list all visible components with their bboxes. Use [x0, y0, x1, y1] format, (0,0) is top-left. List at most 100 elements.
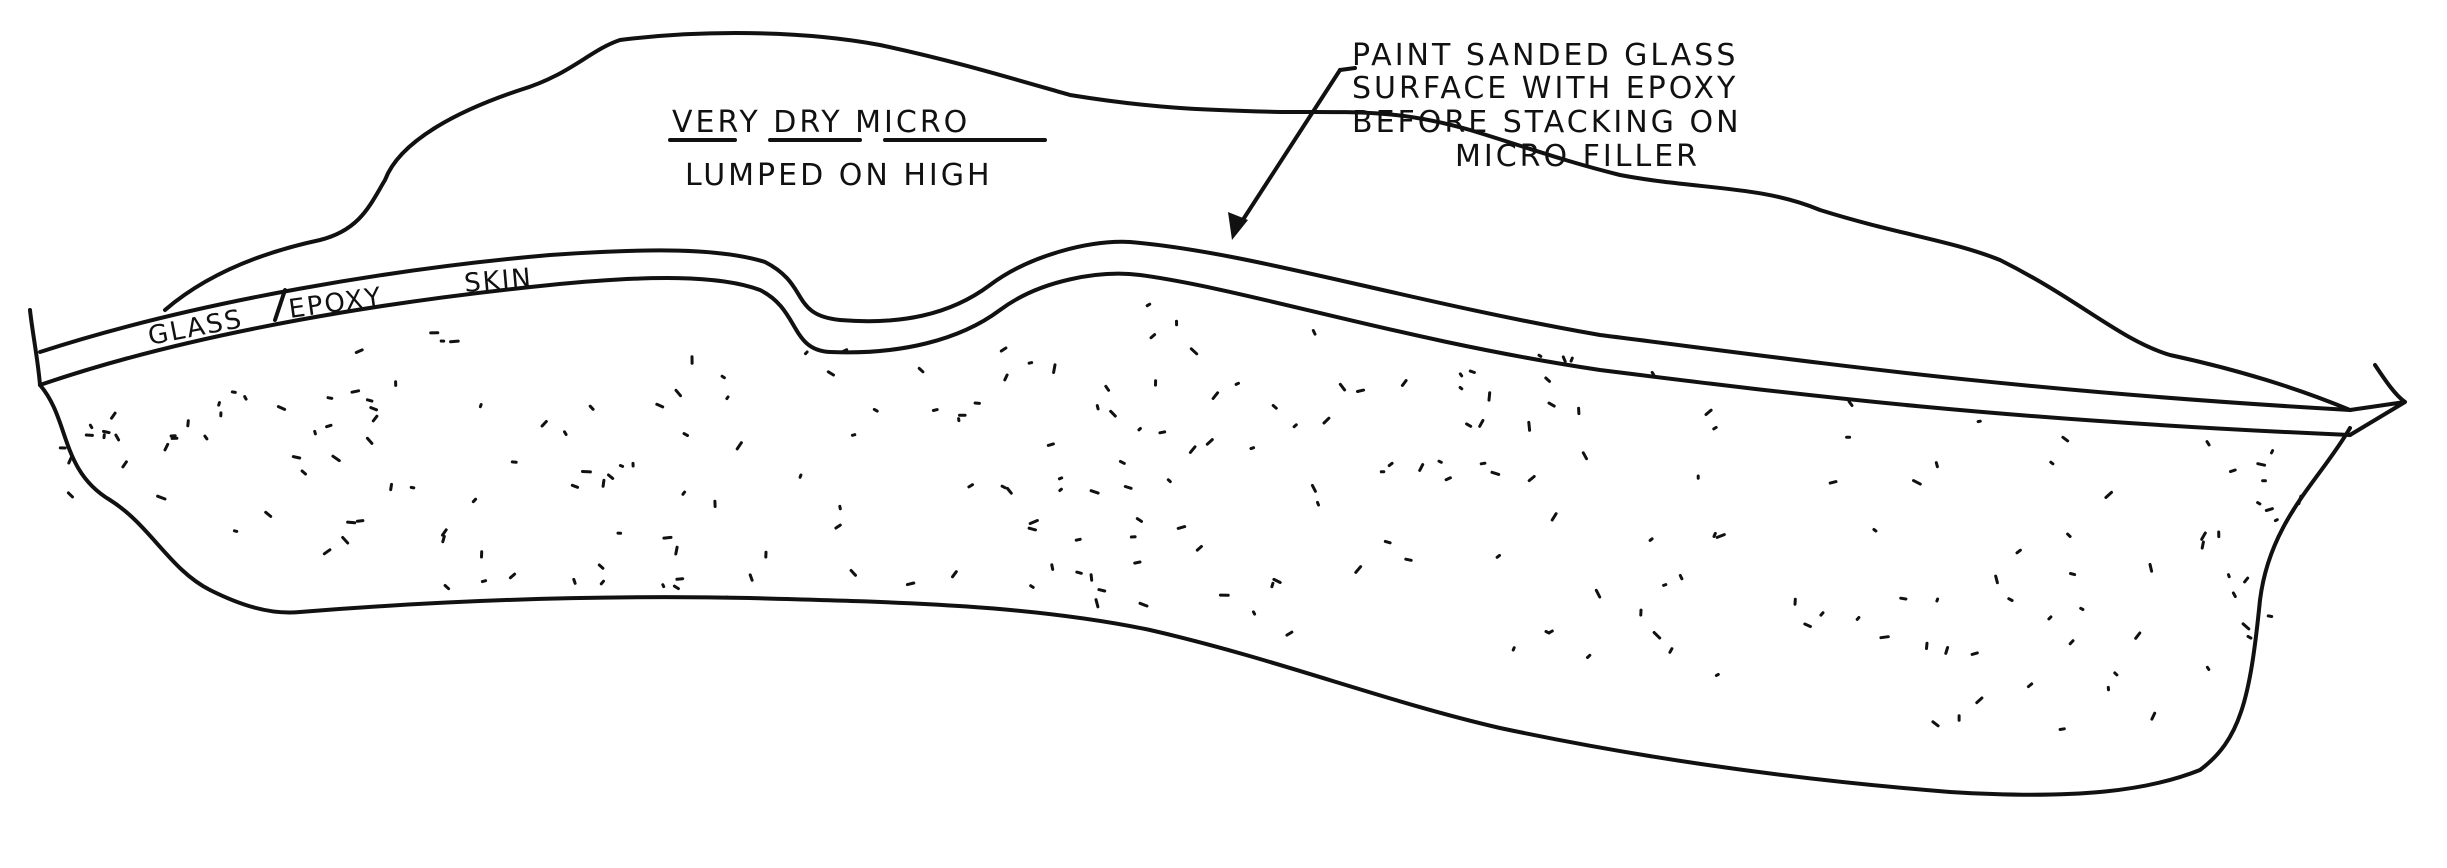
- stipple-mark: [1946, 648, 1948, 654]
- stipple-mark: [2017, 550, 2020, 553]
- stipple-mark: [1251, 448, 1254, 449]
- stipple-mark: [919, 368, 923, 371]
- stipple-mark: [165, 444, 168, 450]
- stipple-mark: [722, 376, 724, 378]
- stipple-mark: [1031, 586, 1034, 588]
- stipple-mark: [1933, 722, 1938, 726]
- stipple-mark: [1492, 472, 1499, 474]
- stipple-mark: [1563, 357, 1565, 362]
- stipple-mark: [1077, 572, 1082, 573]
- stipple-mark: [676, 390, 681, 395]
- stipple-mark: [473, 499, 475, 502]
- stipple-mark: [828, 372, 833, 375]
- stipple-mark: [1091, 575, 1092, 581]
- stipple-mark: [234, 531, 236, 532]
- stipple-mark: [677, 579, 683, 580]
- skin-left-edge: [30, 310, 40, 385]
- stipple-mark: [451, 341, 459, 342]
- stipple-mark: [2202, 533, 2206, 539]
- stipple-mark: [1008, 489, 1012, 494]
- stipple-mark: [1111, 411, 1116, 416]
- stipple-mark: [1406, 559, 1411, 560]
- stipple-mark: [2060, 729, 2064, 730]
- stipple-mark: [1147, 304, 1150, 306]
- stipple-mark: [1178, 527, 1185, 529]
- stipple-mark: [352, 391, 359, 392]
- stipple-mark: [1460, 388, 1462, 389]
- stipple-mark: [123, 462, 127, 467]
- stipple-mark: [1467, 424, 1471, 426]
- stipple-mark: [542, 422, 546, 427]
- stipple-mark: [800, 475, 801, 477]
- stipple-mark: [1137, 519, 1141, 522]
- stipple-mark: [1029, 363, 1032, 364]
- stipple-mark: [907, 583, 913, 585]
- stipple-mark: [2266, 509, 2272, 511]
- paint-note-line-2: SURFACE WITH EPOXY: [1352, 71, 1738, 106]
- stipple-mark: [2136, 633, 2140, 638]
- stipple-mark: [2231, 470, 2236, 472]
- stipple-mark: [1402, 381, 1406, 386]
- stipple-mark: [367, 438, 372, 443]
- stipple-mark: [574, 579, 575, 583]
- stipple-mark: [1670, 649, 1672, 653]
- stipple-mark: [510, 574, 514, 578]
- stipple-mark: [1714, 533, 1715, 536]
- stipple-mark: [1389, 463, 1392, 465]
- stipple-mark: [1236, 383, 1238, 384]
- stipple-mark: [933, 410, 937, 411]
- stipple-mark: [663, 585, 664, 587]
- stipple-mark: [1160, 432, 1165, 433]
- stipple-mark: [750, 575, 752, 580]
- stipple-mark: [278, 407, 284, 410]
- stipple-mark: [1358, 390, 1364, 391]
- stipple-mark: [565, 432, 567, 435]
- stipple-mark: [480, 405, 481, 407]
- stipple-mark: [874, 409, 877, 411]
- stipple-mark: [1213, 393, 1218, 399]
- stipple-mark: [391, 484, 392, 489]
- stipple-mark: [2106, 492, 2112, 497]
- stipple-mark: [2275, 520, 2277, 521]
- stipple-mark: [1312, 485, 1315, 491]
- stipple-mark: [1857, 618, 1859, 620]
- stipple-mark: [1571, 358, 1572, 361]
- stipple-mark: [1717, 535, 1724, 538]
- stipple-mark: [371, 408, 377, 410]
- foam-stipple-texture: [60, 304, 2301, 729]
- stipple-mark: [2028, 684, 2031, 687]
- stipple-mark: [852, 435, 854, 436]
- stipple-mark: [664, 537, 671, 538]
- stipple-mark: [357, 521, 363, 522]
- stipple-mark: [482, 581, 485, 582]
- stipple-mark: [112, 413, 116, 418]
- stipple-mark: [1274, 579, 1280, 582]
- stipple-mark: [590, 406, 593, 409]
- stipple-mark: [1481, 463, 1485, 464]
- stipple-mark: [1052, 565, 1053, 570]
- stipple-mark: [684, 434, 688, 436]
- stipple-mark: [1048, 444, 1053, 446]
- stipple-mark: [1151, 335, 1155, 338]
- stipple-mark: [1927, 643, 1928, 648]
- stipple-mark: [1583, 453, 1586, 459]
- stipple-mark: [90, 425, 91, 427]
- stipple-mark: [1849, 402, 1852, 406]
- stipple-mark: [1470, 371, 1474, 372]
- stipple-mark: [1324, 418, 1329, 423]
- stipple-mark: [1546, 632, 1549, 634]
- stipple-mark: [367, 400, 372, 401]
- stipple-mark: [2243, 624, 2249, 629]
- stipple-mark: [1106, 386, 1109, 390]
- stipple-mark: [356, 350, 362, 353]
- micro-note-label: LUMPED ON HIGH: [685, 158, 993, 193]
- paint-note-leader-line: [1235, 70, 1340, 232]
- stipple-mark: [2049, 617, 2051, 619]
- stipple-mark: [2248, 636, 2251, 638]
- stipple-mark: [411, 487, 414, 488]
- stipple-mark: [676, 547, 677, 554]
- stipple-mark: [620, 466, 622, 467]
- stipple-mark: [1716, 674, 1718, 675]
- stipple-mark: [1168, 480, 1170, 482]
- stipple-mark: [851, 571, 855, 576]
